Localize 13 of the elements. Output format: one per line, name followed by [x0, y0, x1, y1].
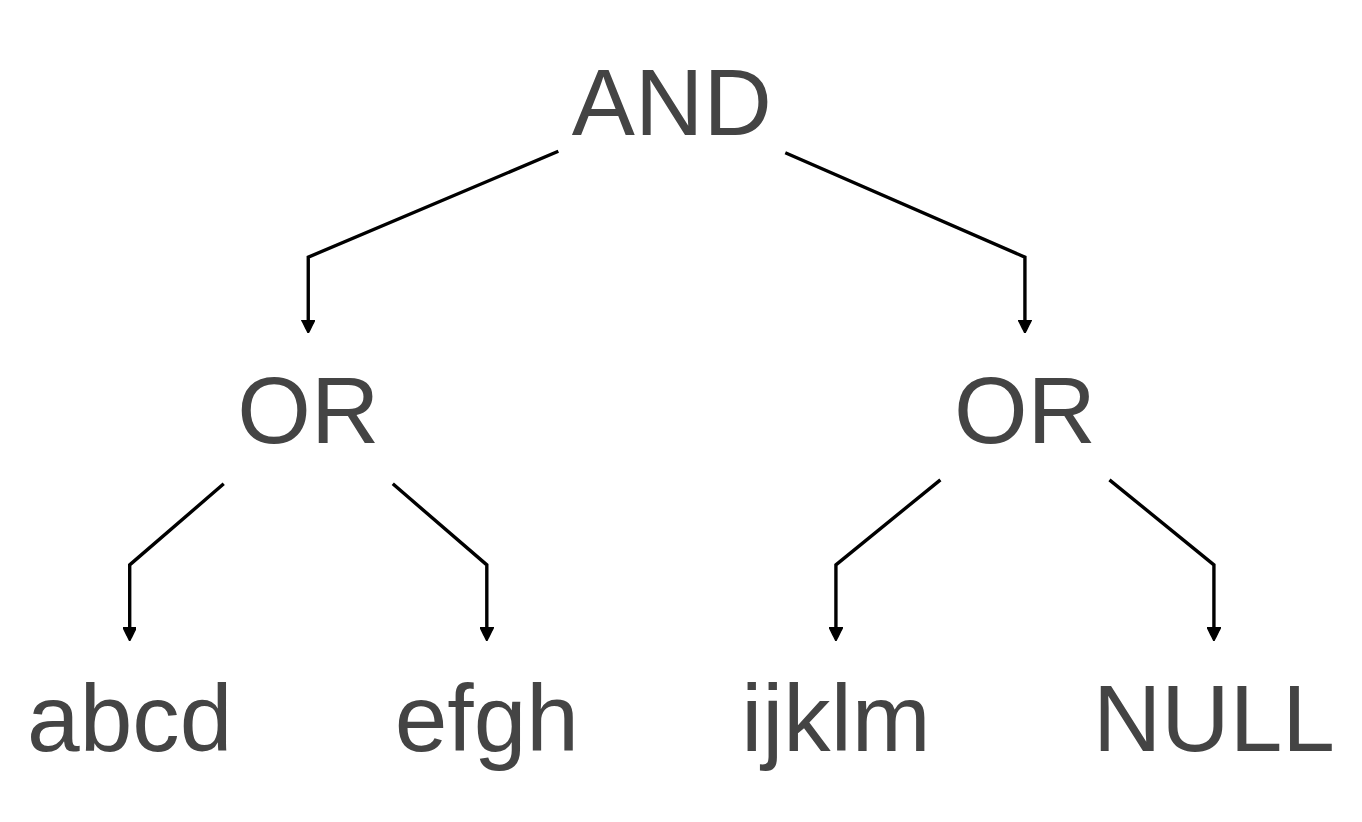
node-text: efgh	[394, 664, 579, 772]
node-text: NULL	[1092, 664, 1335, 772]
node-text: OR	[237, 356, 380, 464]
node-text: OR	[953, 356, 1096, 464]
arrow	[828, 478, 942, 642]
arrow	[122, 482, 225, 642]
node-text: AND	[571, 49, 772, 156]
node-text: ijklm	[741, 664, 931, 772]
arrow	[784, 151, 1033, 334]
arrow	[1108, 478, 1222, 642]
arrow	[391, 482, 495, 642]
arrow	[300, 149, 559, 334]
node-text: abcd	[27, 664, 233, 772]
